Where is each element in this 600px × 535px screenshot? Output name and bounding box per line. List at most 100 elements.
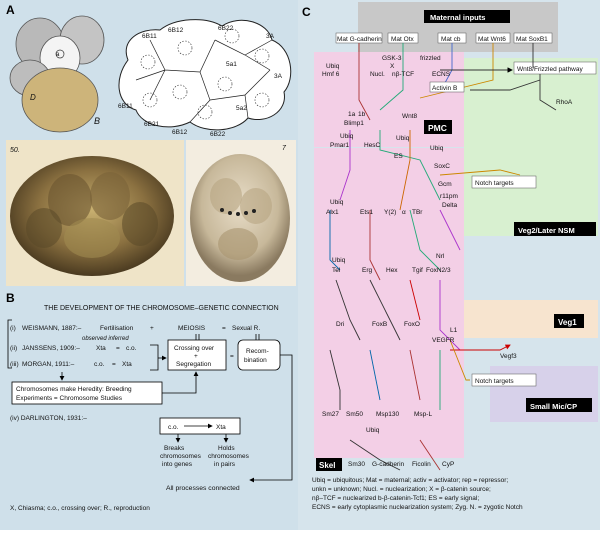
gene: Y(2) xyxy=(384,209,396,216)
notch-targets-1: Notch targets xyxy=(475,180,514,187)
row-3-co: c.o. xyxy=(94,361,105,368)
breaks-3: into genes xyxy=(162,461,193,468)
region-skel: Skel xyxy=(319,461,335,470)
panel-a: A a B D 6B11 6B12 xyxy=(0,0,298,288)
panel-b-footnote: X, Chiasma; c.o., crossing over; R., rep… xyxy=(10,505,150,512)
gene: Tel xyxy=(332,267,341,274)
gene: Dri xyxy=(336,321,344,328)
panel-c-label: C xyxy=(302,5,311,19)
gene: FoxB xyxy=(372,321,387,328)
co-label: c.o. xyxy=(168,424,179,431)
gene: FoxN2/3 xyxy=(426,267,451,274)
gene: Sm27 xyxy=(322,411,339,418)
gene: VEGFR xyxy=(432,337,455,344)
gene: Hex xyxy=(386,267,398,274)
cell-label: 6B11 xyxy=(118,103,133,110)
recombination-1: Recom- xyxy=(246,348,269,355)
region-pmc: PMC xyxy=(428,123,447,133)
cell-lineage-map: 6B11 6B12 6B22 3A 5a1 3A 5a2 6B11 6B21 6… xyxy=(118,19,292,138)
legend-line: nβ–TCF = nuclearized b-β-catenin-Tcf1; E… xyxy=(312,495,479,502)
gene: Delta xyxy=(442,202,458,209)
region-veg2: Veg2/Later NSM xyxy=(518,226,575,235)
gene: Ubiq xyxy=(366,427,380,434)
cell-label: 6B22 xyxy=(218,25,234,32)
gene: Sm30 xyxy=(348,461,365,468)
mat-gene: Mat Otx xyxy=(391,36,415,43)
row-3-num: (iii) xyxy=(10,361,19,368)
gene: Ubiq xyxy=(330,199,344,206)
gene: Ets1 xyxy=(360,209,373,216)
region-small-mic: Small Mic/CP xyxy=(530,402,577,411)
row-2-eq: = xyxy=(116,345,120,352)
gene: Ubiq xyxy=(430,145,444,152)
mat-gene: Mat SoxB1 xyxy=(516,36,548,43)
panel-c-legend: Ubiq = ubiquitous; Mat = maternal; activ… xyxy=(312,477,523,511)
svg-text:a: a xyxy=(56,52,60,58)
gene: Ubiq xyxy=(340,133,354,140)
gene: Nrl xyxy=(436,253,445,260)
holds-1: Holds xyxy=(218,445,235,452)
plate-number: 50. xyxy=(10,147,20,154)
cell-label: 6B22 xyxy=(210,131,226,138)
maternal-inputs-label: Maternal inputs xyxy=(430,13,485,22)
svg-text:=: = xyxy=(230,353,234,360)
panel-b-label: B xyxy=(6,291,15,305)
row-3-xta: Xta xyxy=(122,361,132,368)
gene: SoxC xyxy=(434,163,450,170)
gene: Nucl. xyxy=(370,71,385,78)
mat-gene: Mat Wnt6 xyxy=(478,36,506,43)
row-2-num: (ii) xyxy=(10,345,17,352)
row-1-plus: + xyxy=(150,325,154,332)
gene: Ubiq xyxy=(326,63,340,70)
gene-labels: Ubiq Hmf 6 GSK-3 frizzled X Nucl. nβ-TCF… xyxy=(322,55,573,468)
crossing-plus: + xyxy=(194,353,198,360)
gene: Msp130 xyxy=(376,411,400,418)
cell-label: 6B12 xyxy=(172,129,188,136)
gene: nβ-TCF xyxy=(392,71,414,78)
plate-photo-right: 7 xyxy=(186,140,296,286)
notch-targets-2: Notch targets xyxy=(475,378,514,385)
plate-photo-left: 50. xyxy=(6,140,184,286)
observed-inferred: observed inferred xyxy=(82,336,129,342)
gene: frizzled xyxy=(420,55,441,62)
row-1-num: (i) xyxy=(10,325,16,332)
row-2-xta: Xta xyxy=(96,345,106,352)
gene: Vegf3 xyxy=(500,353,517,360)
cell-label: 6B12 xyxy=(168,27,184,34)
holds-2: chromosomes xyxy=(208,453,250,460)
embryo-label-b: B xyxy=(94,116,100,126)
legend-line: unkn = unknown; Nucl. = nuclearization; … xyxy=(312,486,491,493)
row-1-author: WEISMANN, 1887:– xyxy=(22,325,82,332)
gene: Tgif xyxy=(412,267,423,274)
embryo-label-d: D xyxy=(30,93,36,102)
row-1-eq: = xyxy=(222,325,226,332)
gene: Erg xyxy=(362,267,373,274)
mat-gene: Mat G-cadherin xyxy=(337,36,382,43)
crossing-over-box xyxy=(167,339,227,371)
xta-label: Xta xyxy=(216,424,226,431)
row-1-meiosis: MEIOSIS xyxy=(178,325,206,332)
gene: Blimp1 xyxy=(344,120,364,127)
gene: Sm50 xyxy=(346,411,363,418)
network-edges xyxy=(329,43,557,471)
gene: Ubiq xyxy=(332,257,346,264)
maternal-inputs-header xyxy=(424,10,510,23)
gene: Msp-L xyxy=(414,411,432,418)
cell-label: 3A xyxy=(266,33,275,40)
segregation: Segregation xyxy=(176,361,211,368)
gene: 1b xyxy=(358,111,366,118)
row-1-fertilisation: Fertilisation xyxy=(100,325,134,332)
all-connected: All processes connected xyxy=(166,485,240,492)
cell-label: 6B11 xyxy=(142,33,157,40)
gene: L1 xyxy=(450,327,458,334)
gene: α xyxy=(402,209,406,216)
legend-line: ECNS = early cytoplasmic nuclearization … xyxy=(312,504,523,511)
gene: ECNS xyxy=(432,71,451,78)
recombination-2: bination xyxy=(244,357,267,364)
gene: Activin B xyxy=(432,85,457,92)
holds-3: in pairs xyxy=(214,461,236,468)
gene: G-cadherin xyxy=(372,461,405,468)
legend-line: Ubiq = ubiquitous; Mat = maternal; activ… xyxy=(312,477,508,484)
